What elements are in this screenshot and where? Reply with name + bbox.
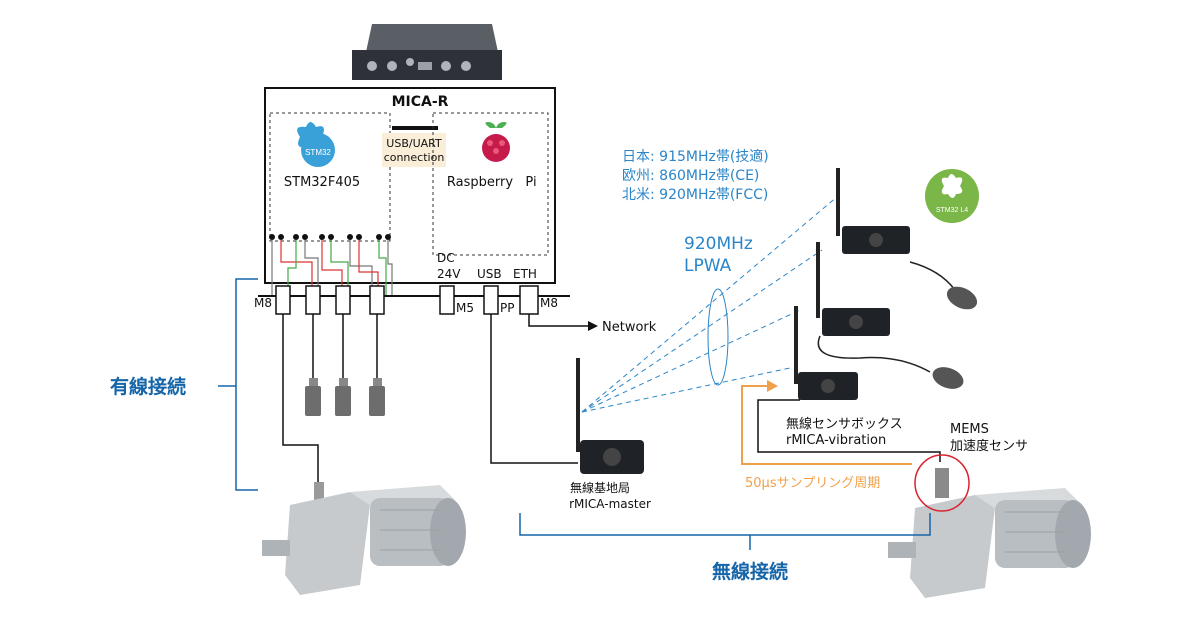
lpwa-label: LPWA	[684, 256, 732, 276]
lpwa-ellipse	[707, 288, 729, 386]
base-station-label-2: rMICA-master	[569, 497, 651, 511]
stm32-logo-text: STM32	[305, 148, 331, 157]
usb-uart-label-bg	[382, 133, 446, 167]
port-pp: PP	[500, 301, 514, 315]
stm32-l4-logo-text: STM32 L4	[936, 207, 968, 214]
mems-label-1: MEMS	[950, 422, 989, 437]
dc-label-2: 24V	[437, 267, 461, 281]
wired-connection-label: 有線接続	[110, 375, 186, 398]
sensor-box-label-1: 無線センサボックス	[786, 416, 903, 432]
wired-gear-motor-image	[262, 482, 466, 595]
freq-japan: 日本: 915MHz帯(技適)	[622, 148, 769, 165]
port-m5: M5	[456, 301, 474, 315]
port-m8-left: M8	[254, 296, 272, 310]
connectors	[275, 285, 539, 315]
wired-bracket	[218, 278, 258, 491]
mems-highlight-circle	[914, 454, 970, 512]
usb-uart-label-1: USB/UART	[386, 137, 442, 150]
lpwa-freq: 920MHz	[684, 234, 753, 254]
sampling-label: 50μsサンプリング周期	[745, 476, 880, 491]
stm32-pin-connections	[269, 234, 393, 295]
usb-uart-bar	[392, 126, 438, 130]
sensor-box-label-2: rMICA-vibration	[786, 433, 886, 448]
raspberry-label: Raspberry	[447, 175, 513, 190]
wireless-node-1	[836, 168, 978, 310]
mica-r-title: MICA-R	[392, 94, 449, 110]
wireless-node-2	[816, 242, 964, 389]
dc-label-1: DC	[437, 251, 455, 265]
usb-port-label: USB	[477, 267, 502, 281]
sampling-arrowhead	[767, 380, 778, 392]
usb-base-cable	[490, 314, 578, 464]
eth-port-label: ETH	[513, 267, 537, 281]
stm32-logo: STM32	[297, 122, 335, 167]
raspberry-pi-logo	[482, 122, 510, 162]
wireless-gear-motor-image	[888, 468, 1091, 598]
freq-europe: 欧州: 860MHz帯(CE)	[622, 168, 759, 184]
base-station-image	[576, 358, 644, 474]
network-label: Network	[602, 320, 657, 335]
wired-motor-cable	[282, 314, 319, 482]
freq-na: 北米: 920MHz帯(FCC)	[622, 187, 768, 203]
wired-sensor-cables	[312, 314, 378, 378]
network-arrowhead	[588, 321, 598, 331]
stm32-l4-logo: STM32 L4	[925, 169, 979, 223]
mems-label-2: 加速度センサ	[950, 438, 1028, 454]
radio-beams	[581, 195, 839, 413]
wireless-node-3	[794, 306, 858, 400]
base-station-label-1: 無線基地局	[570, 480, 630, 495]
wired-sensor-heads	[305, 378, 385, 416]
wireless-connection-label: 無線接続	[712, 560, 788, 583]
mica-r-enclosure	[264, 87, 556, 284]
pi-label: Pi	[525, 175, 536, 190]
sampling-loop	[741, 385, 912, 465]
wireless-bracket	[519, 513, 931, 550]
port-m8-right: M8	[540, 296, 558, 310]
mica-device-image	[352, 24, 502, 80]
stm32-board	[269, 112, 391, 242]
raspberry-pi-board	[432, 112, 549, 256]
network-arrow	[528, 314, 590, 327]
stm32f405-label: STM32F405	[284, 175, 360, 190]
usb-uart-label-2: connection	[384, 151, 445, 164]
